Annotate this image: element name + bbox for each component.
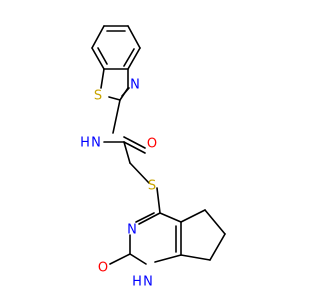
bond [129, 162, 150, 184]
bond [109, 253, 131, 265]
bond [138, 212, 161, 225]
bond [123, 141, 146, 154]
chemical-structure-diagram: S N H N O S N O H N [80, 25, 226, 290]
ring-nh-nitrogen-label: N [143, 275, 153, 290]
benzothiazole-sulfur-label: S [94, 89, 102, 104]
bond [129, 253, 147, 265]
bond [123, 136, 146, 149]
amide-nitrogen-label: N [91, 136, 101, 151]
bond [91, 47, 105, 70]
pyrimidinone-ring [109, 187, 182, 265]
bond [127, 25, 141, 49]
bond [112, 99, 121, 134]
molecule-canvas: S N H N O S N O H N [80, 25, 226, 290]
bond [100, 68, 105, 89]
double-bond-inner [97, 47, 108, 65]
thioether-sulfur-label: S [148, 179, 156, 194]
bond [123, 141, 131, 164]
bond [159, 212, 182, 223]
atom-labels: S N H N O S N O H N [80, 78, 157, 290]
double-bond-inner [121, 87, 130, 97]
thiazole-ring [100, 68, 130, 101]
bond [135, 212, 155, 223]
double-bond-inner [123, 48, 135, 67]
amide-linker [103, 99, 150, 184]
cyclopentane-ring [180, 209, 226, 261]
bond [180, 254, 211, 261]
pyrimidine-nitrogen-label: N [127, 223, 137, 238]
amide-hydrogen-label: H [80, 136, 90, 151]
bond [204, 209, 226, 235]
bond [108, 96, 121, 101]
bond [156, 187, 161, 214]
bond [209, 233, 226, 261]
bond [180, 209, 206, 223]
pyrimidinone-oxygen-label: O [98, 261, 108, 276]
bond [154, 254, 182, 263]
bond [127, 47, 141, 70]
carbonyl-oxygen-label: O [147, 137, 157, 152]
benzothiazole-nitrogen-label: N [130, 78, 140, 93]
bond [91, 25, 105, 49]
benzene-ring [91, 25, 141, 70]
ring-nh-hydrogen-label: H [132, 275, 142, 290]
